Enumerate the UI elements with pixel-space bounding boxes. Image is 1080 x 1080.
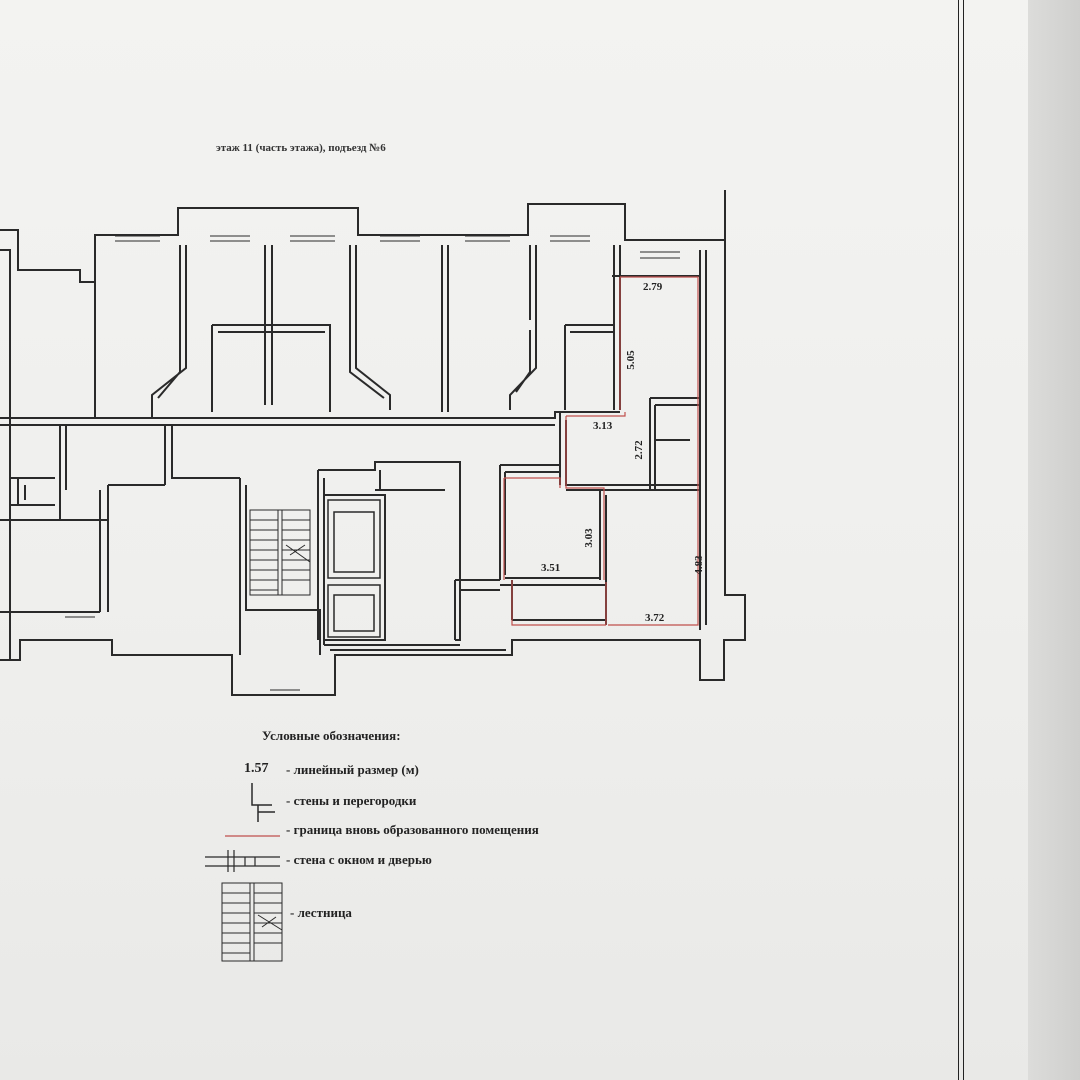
legend-walls: - стены и перегородки <box>286 793 417 808</box>
new-room-boundary <box>503 276 699 626</box>
elevator-cabins <box>327 499 381 638</box>
frame-border <box>958 0 964 1080</box>
dim-left-height: 3.03 <box>583 528 595 548</box>
legend-linear-size: - линейный размер (м) <box>286 762 419 777</box>
plan-caption: этаж 11 (часть этажа), подъезд №6 <box>216 142 386 154</box>
dim-top-height: 5.05 <box>625 350 637 370</box>
dim-mid-width: 3.13 <box>593 420 613 432</box>
dim-right-width: 3.72 <box>645 612 665 624</box>
dim-left-width: 3.51 <box>541 562 560 574</box>
corridor-top-wall <box>0 411 620 419</box>
legend-title: Условные обозначения: <box>262 728 401 743</box>
dim-mid-height: 2.72 <box>633 440 645 460</box>
legend-boundary: - граница вновь образованного помещения <box>286 822 539 837</box>
legend-window-symbol <box>205 850 280 872</box>
legend-sample-number: 1.57 <box>244 761 269 776</box>
legend-stairs: - лестница <box>290 905 352 920</box>
legend-wall-symbol <box>251 783 275 822</box>
stair-shaft <box>249 509 311 596</box>
legend-stairs-symbol <box>221 882 283 962</box>
back-sheet <box>1028 0 1080 1080</box>
dim-top-width: 2.79 <box>643 281 663 293</box>
legend-window-door: - стена с окном и дверью <box>286 852 432 867</box>
outer-wall <box>0 190 746 696</box>
dim-right-height: 4.83 <box>693 555 705 575</box>
